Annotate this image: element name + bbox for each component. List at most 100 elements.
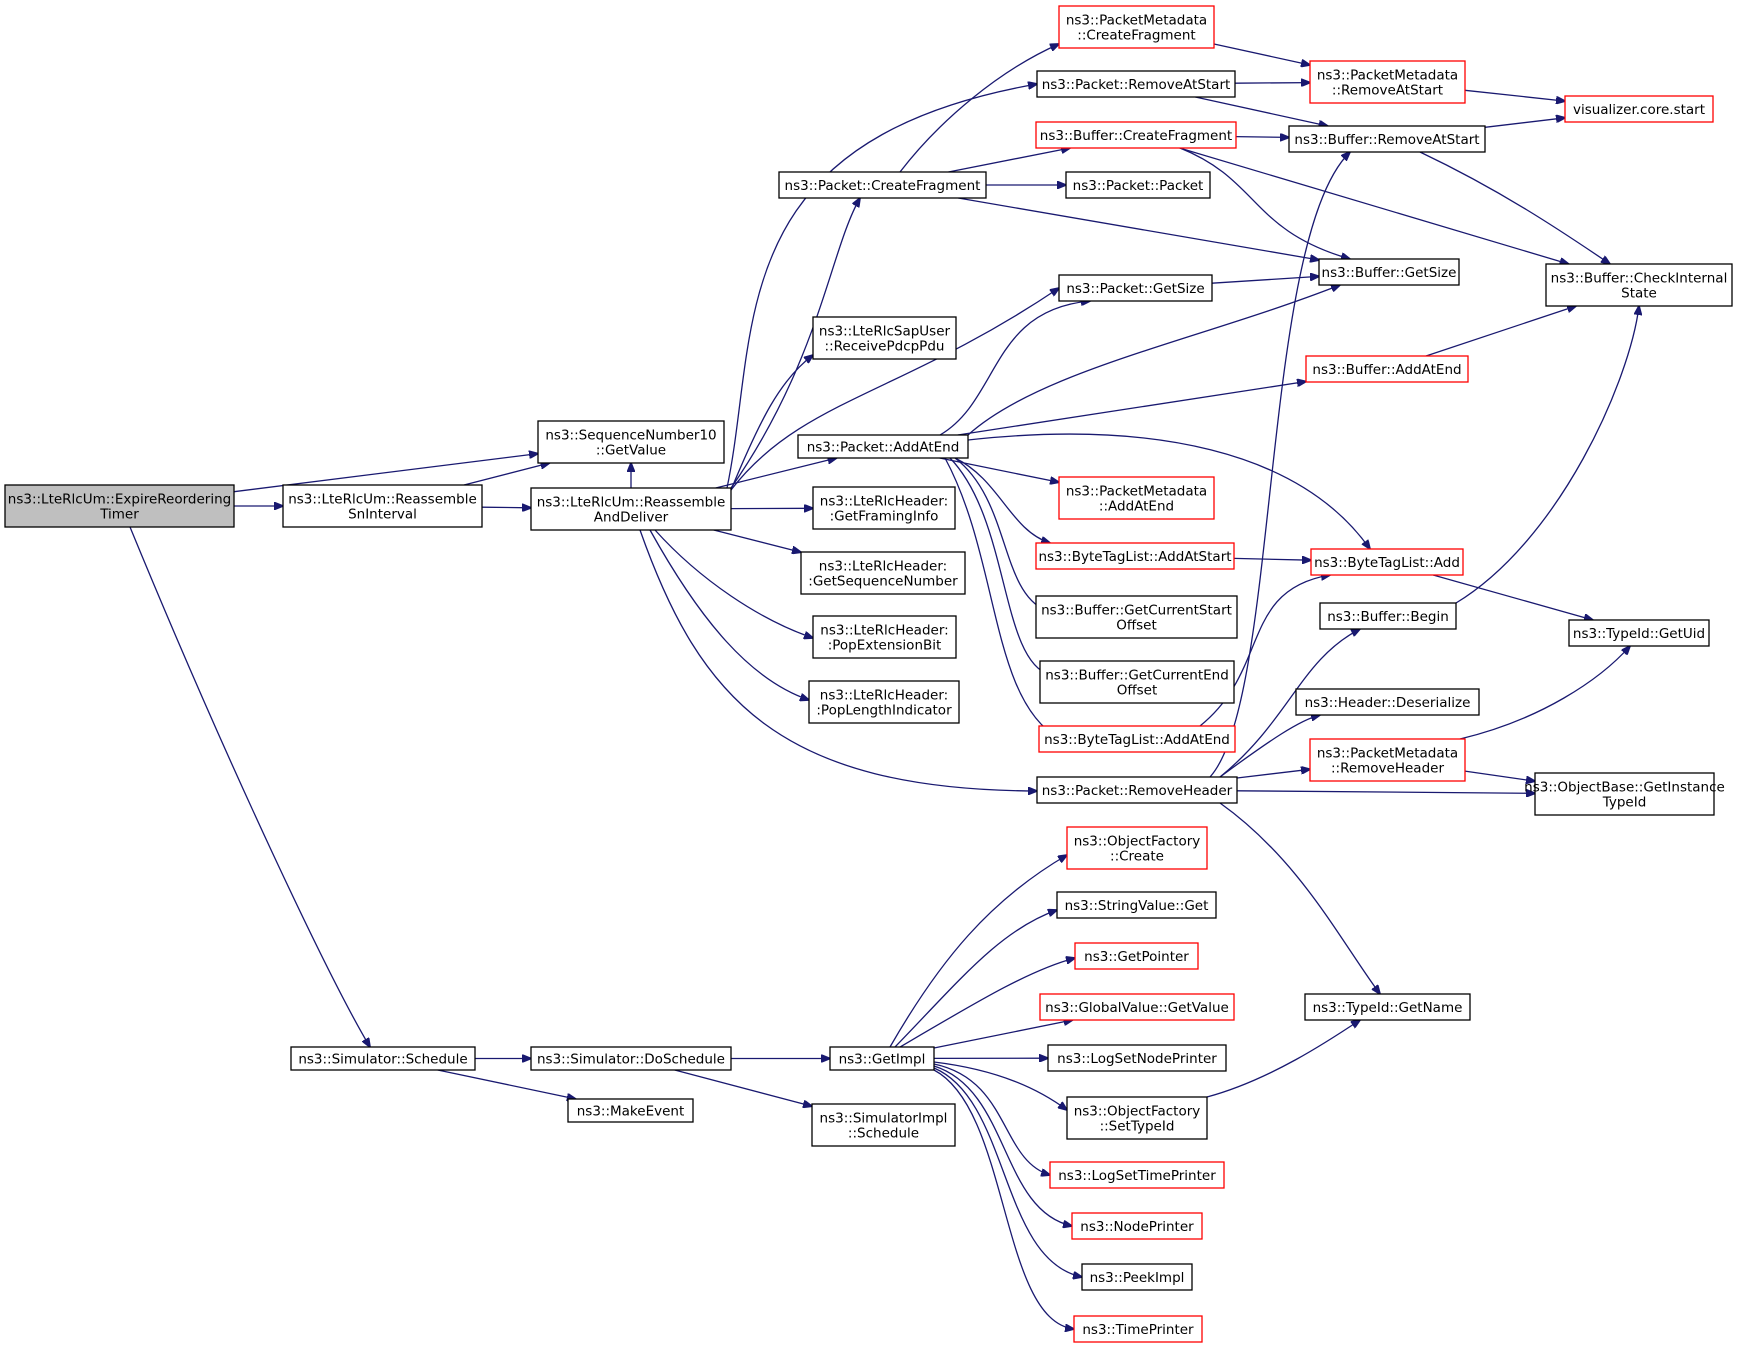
node-of_settypeid[interactable]: ns3::ObjectFactory::SetTypeId [1067,1097,1207,1139]
node-pm_createfrag[interactable]: ns3::PacketMetadata::CreateFragment [1059,6,1214,48]
node-saprecv[interactable]: ns3::LteRlcSapUser::ReceivePdcpPdu [813,317,956,359]
edge-btl_addatstart-to-btl_add [1234,558,1311,560]
node-pm_addatend[interactable]: ns3::PacketMetadata::AddAtEnd [1059,477,1214,519]
node-label: ns3::ObjectBase::GetInstance [1524,780,1725,796]
edge-btl_add-to-typeid_getuid [1433,575,1593,620]
node-logsetnode[interactable]: ns3::LogSetNodePrinter [1048,1045,1226,1071]
edge-pkt_createfrag-to-buf_createfrag [948,148,1070,172]
node-buf_addatend[interactable]: ns3::Buffer::AddAtEnd [1306,356,1468,382]
node-peekimpl[interactable]: ns3::PeekImpl [1082,1264,1192,1290]
node-label: ::Schedule [848,1126,919,1142]
node-hdr_seqnum[interactable]: ns3::LteRlcHeader::GetSequenceNumber [801,552,965,594]
node-label: ns3::Packet::AddAtEnd [807,440,960,456]
edge-of_settypeid-to-typeid_getname [1207,1020,1360,1097]
node-label: ::GetValue [596,443,666,459]
node-sv_get[interactable]: ns3::StringValue::Get [1057,892,1216,918]
node-btl_add[interactable]: ns3::ByteTagList::Add [1311,549,1463,575]
node-buf_begin[interactable]: ns3::Buffer::Begin [1320,603,1456,629]
node-label: ns3::TypeId::GetUid [1573,626,1705,642]
node-pm_removeheader[interactable]: ns3::PacketMetadata::RemoveHeader [1310,739,1465,781]
node-hdr_popext[interactable]: ns3::LteRlcHeader::PopExtensionBit [813,616,956,658]
node-pkt_createfrag[interactable]: ns3::Packet::CreateFragment [779,172,986,198]
edge-pkt_addatend-to-buf_curstart [955,458,1045,610]
node-viz_start[interactable]: visualizer.core.start [1565,96,1713,122]
node-label: ns3::Packet::RemoveAtStart [1042,77,1231,93]
node-label: ns3::Simulator::DoSchedule [537,1052,725,1068]
node-hdr_framing[interactable]: ns3::LteRlcHeader::GetFramingInfo [813,487,955,529]
edge-pm_removeatstart-to-viz_start [1465,90,1565,101]
node-label: ns3::SimulatorImpl [820,1111,948,1127]
node-pm_removeatstart[interactable]: ns3::PacketMetadata::RemoveAtStart [1310,61,1465,103]
nodes-layer: ns3::LteRlcUm::ExpireReorderingTimerns3:… [5,6,1732,1342]
node-sim_doschedule[interactable]: ns3::Simulator::DoSchedule [531,1047,731,1070]
node-label: ::RemoveHeader [1331,761,1444,777]
node-buf_removeatstart[interactable]: ns3::Buffer::RemoveAtStart [1289,126,1485,152]
node-buf_createfrag[interactable]: ns3::Buffer::CreateFragment [1036,122,1236,148]
node-label: ns3::ObjectFactory [1074,1104,1201,1120]
node-pkt_addatend[interactable]: ns3::Packet::AddAtEnd [798,435,968,458]
node-simimpl_sched[interactable]: ns3::SimulatorImpl::Schedule [812,1104,955,1146]
node-makeevent[interactable]: ns3::MakeEvent [568,1099,693,1122]
node-label: ns3::LteRlcHeader: [820,623,948,639]
node-logsettime[interactable]: ns3::LogSetTimePrinter [1050,1162,1224,1188]
node-nodeprinter[interactable]: ns3::NodePrinter [1072,1213,1202,1239]
edge-reasm_deliver-to-pkt_addatend [716,458,837,488]
node-pkt_removeheader[interactable]: ns3::Packet::RemoveHeader [1037,777,1237,803]
node-label: ns3::Buffer::Begin [1327,609,1449,625]
node-typeid_getuid[interactable]: ns3::TypeId::GetUid [1569,620,1709,646]
node-label: State [1621,286,1657,302]
node-typeid_getname[interactable]: ns3::TypeId::GetName [1305,994,1470,1020]
node-hdr_deserialize[interactable]: ns3::Header::Deserialize [1296,689,1479,715]
node-label: ns3::Buffer::GetCurrentStart [1041,603,1232,619]
node-label: ns3::Buffer::GetCurrentEnd [1045,668,1229,684]
edge-buf_createfrag-to-buf_getsize [1180,148,1350,259]
node-label: ns3::LteRlcUm::ExpireReordering [8,492,231,508]
node-seqnum[interactable]: ns3::SequenceNumber10::GetValue [538,421,724,463]
node-label: Timer [99,507,139,523]
node-label: ns3::ObjectFactory [1074,834,1201,850]
node-pkt_packet[interactable]: ns3::Packet::Packet [1066,172,1210,198]
node-timeprinter[interactable]: ns3::TimePrinter [1074,1316,1202,1342]
node-label: ns3::Simulator::Schedule [298,1052,467,1068]
node-label: ns3::Packet::CreateFragment [785,178,981,194]
node-of_create[interactable]: ns3::ObjectFactory::Create [1067,827,1207,869]
node-label: ns3::LteRlcHeader: [820,688,948,704]
node-gv_getvalue[interactable]: ns3::GlobalValue::GetValue [1040,994,1234,1020]
node-label: ::AddAtEnd [1099,499,1174,515]
edge-pm_createfrag-to-pm_removeatstart [1214,44,1310,65]
edge-pkt_createfrag-to-pm_createfrag [900,44,1059,172]
node-label: ns3::ByteTagList::Add [1314,555,1460,571]
node-sim_schedule[interactable]: ns3::Simulator::Schedule [291,1047,475,1070]
node-label: ns3::Packet::GetSize [1066,281,1204,297]
node-label: ns3::ByteTagList::AddAtStart [1038,549,1231,565]
edge-buf_begin-to-buf_checkstate [1456,306,1639,603]
node-getpointer[interactable]: ns3::GetPointer [1075,943,1198,969]
node-pkt_removeatstart[interactable]: ns3::Packet::RemoveAtStart [1037,71,1235,97]
node-getimpl[interactable]: ns3::GetImpl [830,1047,934,1070]
edge-pkt_removeheader-to-pm_removeheader [1237,769,1310,778]
node-label: ns3::LteRlcUm::Reassemble [288,492,477,508]
node-label: ns3::Buffer::RemoveAtStart [1294,132,1479,148]
node-label: ns3::SequenceNumber10 [545,428,716,444]
edge-getimpl-to-sv_get [895,910,1057,1047]
node-buf_getsize[interactable]: ns3::Buffer::GetSize [1319,259,1459,285]
node-label: :PopLengthIndicator [816,703,952,719]
node-pkt_getsize[interactable]: ns3::Packet::GetSize [1059,275,1212,301]
node-btl_addatstart[interactable]: ns3::ByteTagList::AddAtStart [1036,543,1234,569]
node-label: ns3::GetPointer [1084,949,1189,965]
node-btl_addatend[interactable]: ns3::ByteTagList::AddAtEnd [1039,726,1235,752]
node-label: ns3::Header::Deserialize [1305,695,1471,711]
node-label: ns3::GetImpl [839,1052,926,1068]
edge-reasm_deliver-to-pkt_removeatstart [727,84,1037,488]
node-label: ns3::PeekImpl [1090,1270,1185,1286]
node-hdr_poplen[interactable]: ns3::LteRlcHeader::PopLengthIndicator [809,681,959,723]
node-label: ::ReceivePdcpPdu [825,339,945,355]
